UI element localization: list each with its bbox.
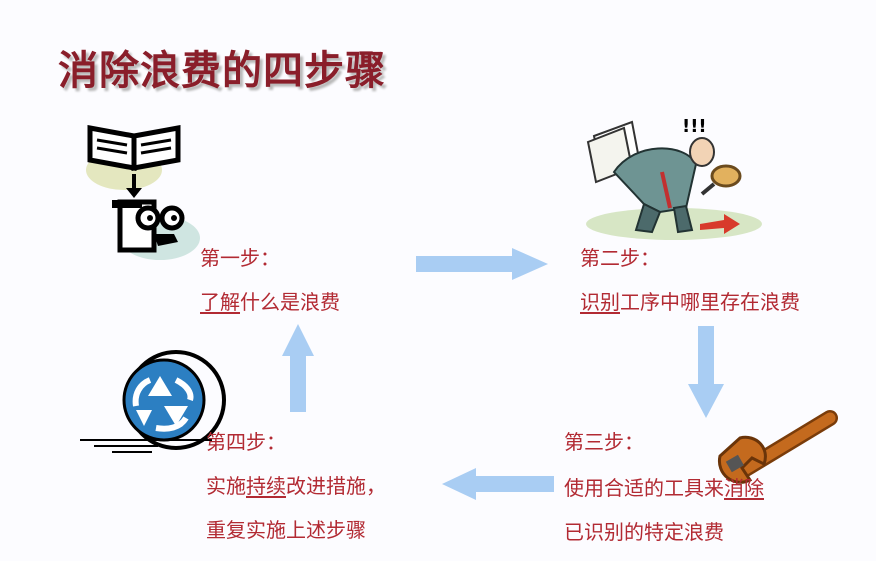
svg-text:!!!: !!! [682,116,707,137]
step3-keyword: 消除 [724,476,764,500]
wrench-icon [717,410,838,484]
step2-description-rest: 工序中哪里存在浪费 [620,290,800,314]
step3-description-start: 使用合适的工具来 [564,476,724,500]
page-title: 消除浪费的四步骤 [58,48,386,94]
step3-description-line1: 使用合适的工具来消除 [564,478,764,498]
arrow-down [688,326,724,418]
inspector-with-magnifier-icon: !!! [586,116,762,240]
step4-description-start: 实施 [206,474,246,498]
arrow-right [416,248,548,280]
step1-description: 了解什么是浪费 [200,292,340,312]
arrow-up [282,324,314,412]
step4-description-end: 改进措施， [286,474,386,498]
step2-description: 识别工序中哪里存在浪费 [580,292,800,312]
book-and-thinking-face-icon [86,125,200,260]
recycle-icon [80,350,226,453]
step2-heading: 第二步： [580,246,660,270]
step2-keyword: 识别 [580,290,620,314]
step1-description-rest: 什么是浪费 [240,290,340,314]
step4-description-line1: 实施持续改进措施， [206,476,386,496]
step4-keyword: 持续 [246,474,286,498]
step4-heading: 第四步： [206,430,286,454]
step1-keyword: 了解 [200,290,240,314]
arrow-left [442,468,554,500]
step3-description-line2: 已识别的特定浪费 [564,520,724,544]
step1-heading: 第一步： [200,246,280,270]
step4-description-line2: 重复实施上述步骤 [206,518,366,542]
step3-heading: 第三步： [564,430,644,454]
